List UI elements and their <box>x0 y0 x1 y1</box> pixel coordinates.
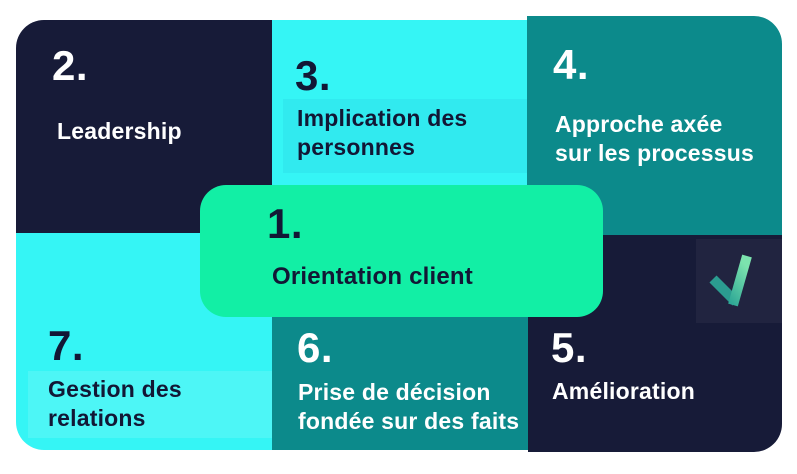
principle-7-gestion-cell: 7. Gestion des relations <box>16 233 272 450</box>
principle-number: 6. <box>297 324 334 371</box>
principle-label-line: Prise de décision <box>298 379 491 405</box>
principle-label-line: Leadership <box>57 118 182 144</box>
principle-label-line: Implication des <box>297 105 468 131</box>
principle-1-orientation-cell: 1. Orientation client <box>200 185 603 317</box>
principle-number: 2. <box>52 42 89 89</box>
principle-label-line: Gestion des <box>48 376 182 402</box>
principle-label-line: Orientation client <box>272 263 473 290</box>
principle-label-line: personnes <box>297 134 416 160</box>
principle-number: 3. <box>295 52 332 99</box>
principle-number: 4. <box>553 41 590 88</box>
checkmark-icon <box>706 252 762 308</box>
principle-label-line: relations <box>48 405 146 431</box>
label-highlight <box>283 99 527 173</box>
principle-label-line: Approche axée <box>555 111 723 137</box>
principle-label: Implication des personnes <box>297 104 467 162</box>
principle-label: Prise de décision fondée sur des faits <box>298 378 519 436</box>
principle-label: Approche axée sur les processus <box>555 110 754 168</box>
principle-number: 1. <box>267 200 304 247</box>
principle-label: Leadership <box>57 117 182 146</box>
principle-label: Gestion des relations <box>48 375 182 433</box>
principle-label-line: sur les processus <box>555 140 755 166</box>
principle-number: 5. <box>551 324 588 371</box>
principle-label-line: Amélioration <box>552 378 695 404</box>
label-highlight <box>28 371 272 438</box>
principle-label-line: fondée sur des faits <box>298 408 520 434</box>
principle-2-leadership-cell: 2. Leadership <box>16 20 272 233</box>
principle-label: Orientation client <box>272 262 473 291</box>
principle-label: Amélioration <box>552 377 695 406</box>
principle-number: 7. <box>48 322 85 369</box>
